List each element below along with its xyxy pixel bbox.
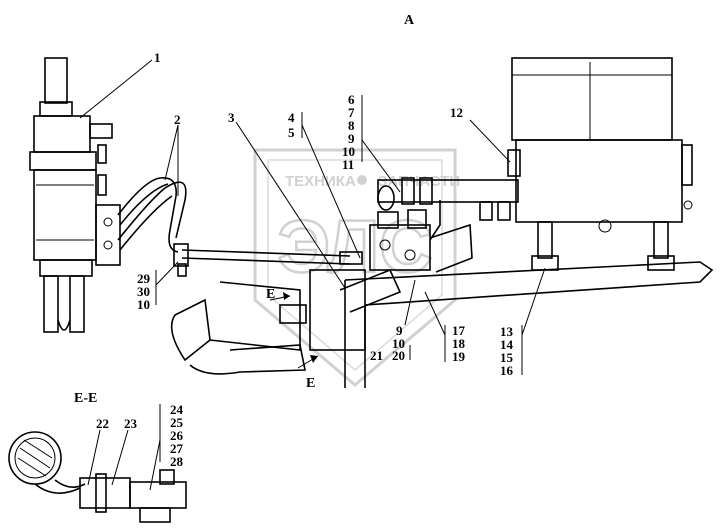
cylinder-assembly xyxy=(29,57,121,333)
callout-12: 12 xyxy=(450,105,463,120)
callout-6: 6 xyxy=(348,92,355,107)
callout-27: 27 xyxy=(170,441,184,456)
callout-28: 28 xyxy=(170,454,184,469)
callout-19: 19 xyxy=(452,349,466,364)
callout-11: 11 xyxy=(342,157,354,172)
return-line xyxy=(377,177,519,241)
pump-assembly xyxy=(170,268,402,375)
callout-8: 8 xyxy=(348,118,355,133)
callout-13: 13 xyxy=(500,324,514,339)
section-mark: E xyxy=(266,287,275,302)
hoses xyxy=(117,177,187,253)
callout-labels: 1 2 3 4 5 6 7 8 9 10 11 12 29 30 10 9 10… xyxy=(96,50,514,469)
control-valve xyxy=(339,209,473,273)
watermark-dot-icon xyxy=(357,175,367,185)
callout-17: 17 xyxy=(452,323,466,338)
callout-18: 18 xyxy=(452,336,466,351)
callout-26: 26 xyxy=(170,428,184,443)
callout-3: 3 xyxy=(228,110,235,125)
callout-9: 9 xyxy=(348,131,355,146)
callout-30: 30 xyxy=(137,284,150,299)
view-label: A xyxy=(404,13,415,28)
callout-1: 1 xyxy=(154,50,161,65)
callout-10c: 10 xyxy=(392,336,405,351)
callout-23: 23 xyxy=(124,416,138,431)
callout-14: 14 xyxy=(500,337,514,352)
pressure-line xyxy=(173,243,351,277)
callout-10: 10 xyxy=(342,144,355,159)
callout-15: 15 xyxy=(500,350,514,365)
callout-22: 22 xyxy=(96,416,109,431)
callout-9b: 9 xyxy=(396,323,403,338)
callout-29: 29 xyxy=(137,271,151,286)
callout-4: 4 xyxy=(288,110,295,125)
watermark-text-left: ТЕХНИКА xyxy=(285,173,356,190)
callout-2: 2 xyxy=(174,112,181,127)
section-label: E-E xyxy=(74,391,97,406)
callout-10b: 10 xyxy=(137,297,150,312)
section-arrow-icon xyxy=(283,292,290,300)
callout-20: 20 xyxy=(392,348,405,363)
callout-25: 25 xyxy=(170,415,184,430)
callout-7: 7 xyxy=(348,105,355,120)
oil-tank xyxy=(507,57,693,271)
section-mark: E xyxy=(306,376,315,391)
watermark-text-right: ЗАПЧАСТИ xyxy=(378,173,460,190)
callout-24: 24 xyxy=(170,402,184,417)
callout-16: 16 xyxy=(500,363,514,378)
callout-21: 21 xyxy=(370,348,383,363)
callout-5: 5 xyxy=(288,125,295,140)
section-e-e-detail xyxy=(8,431,187,523)
leader-lines xyxy=(79,59,546,491)
section-arrow-icon xyxy=(310,355,318,363)
